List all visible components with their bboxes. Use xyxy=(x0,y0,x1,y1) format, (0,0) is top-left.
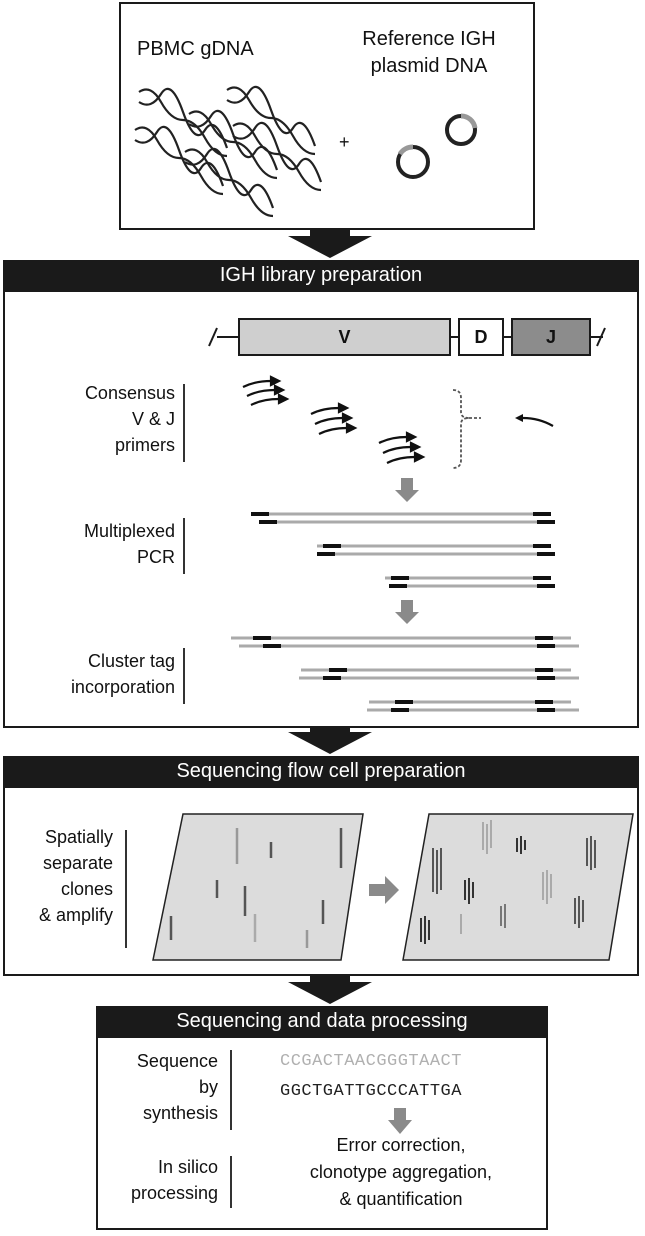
down-arrow-2 xyxy=(288,726,372,754)
primer-bracket xyxy=(452,389,470,469)
down-arrow-1 xyxy=(288,230,372,258)
step2-bar xyxy=(183,518,185,574)
dna-helix-icon xyxy=(134,85,323,218)
gray-right-arrow xyxy=(369,876,399,904)
reference-label-line2: plasmid DNA xyxy=(370,55,488,77)
step3-line2: incorporation xyxy=(70,677,175,697)
step1-bar xyxy=(183,384,185,462)
flowcell-line4: & amplify xyxy=(38,905,113,925)
result-line2: clonotype aggregation, xyxy=(309,1162,493,1182)
library-panel: Consensus V & J primers Multiplexed PCR … xyxy=(3,292,639,728)
v-label: V xyxy=(338,327,351,347)
library-graphics xyxy=(208,327,606,712)
reverse-primer-icon xyxy=(515,414,554,427)
j-label: J xyxy=(545,327,556,347)
silico-line2: processing xyxy=(130,1183,218,1203)
result-line3: & quantification xyxy=(339,1189,463,1209)
flowcell-line2: separate xyxy=(42,853,113,873)
flowcell-before xyxy=(152,813,364,961)
step2-line1: Multiplexed xyxy=(83,521,175,541)
read-line-1: CCGACTAACGGGTAACT xyxy=(280,1052,462,1071)
in-silico-label: In silico processing xyxy=(131,1154,218,1206)
reference-label-line1: Reference IGH xyxy=(362,28,496,50)
flowcell-line3: clones xyxy=(60,879,113,899)
forward-primer-icons xyxy=(242,375,426,464)
seq-step-line3: synthesis xyxy=(142,1103,218,1123)
result-text: Error correction, clonotype aggregation,… xyxy=(266,1132,536,1213)
step1-line3: primers xyxy=(114,435,175,455)
silico-line1: In silico xyxy=(157,1157,218,1177)
flowcell-header: Sequencing flow cell preparation xyxy=(3,756,639,788)
step-consensus-primers: Consensus V & J primers xyxy=(85,380,175,458)
pcr-products xyxy=(251,512,555,588)
library-header: IGH library preparation xyxy=(3,260,639,292)
flowcell-step-label: Spatially separate clones & amplify xyxy=(39,824,113,928)
step1-line2: V & J xyxy=(131,409,175,429)
down-arrow-3 xyxy=(288,976,372,1004)
seq-bar-2 xyxy=(230,1156,232,1208)
result-line1: Error correction, xyxy=(336,1135,466,1155)
read-line-2: GGCTGATTGCCCATTGA xyxy=(280,1082,462,1101)
dna-illustration xyxy=(134,85,478,218)
step3-line1: Cluster tag xyxy=(87,651,175,671)
flowcell-line1: Spatially xyxy=(44,827,113,847)
j-segment: J xyxy=(511,318,591,356)
flowcell-panel: Spatially separate clones & amplify xyxy=(3,788,639,976)
step3-bar xyxy=(183,648,185,704)
seq-graphics xyxy=(388,1108,412,1134)
pbmc-gdna-label: PBMC gDNA xyxy=(137,38,254,60)
seq-step-line1: Sequence xyxy=(136,1051,218,1071)
d-segment: D xyxy=(458,318,504,356)
input-dna-panel: PBMC gDNA Reference IGH plasmid DNA + xyxy=(119,2,535,230)
seq-step-line2: by xyxy=(198,1077,218,1097)
sequencing-header: Sequencing and data processing xyxy=(96,1006,548,1038)
sequencing-panel: Sequence by synthesis CCGACTAACGGGTAACT … xyxy=(96,1038,548,1230)
flowcell-graphics xyxy=(152,813,634,961)
seq-bar-1 xyxy=(230,1050,232,1130)
step-multiplexed-pcr: Multiplexed PCR xyxy=(84,518,175,570)
tagged-products xyxy=(231,636,579,712)
plus-sign: + xyxy=(339,132,350,152)
gray-down-arrow-2 xyxy=(388,1108,412,1134)
flowcell-bar xyxy=(125,830,127,948)
step-cluster-tag: Cluster tag incorporation xyxy=(71,648,175,700)
step1-line1: Consensus xyxy=(84,383,175,403)
v-segment: V xyxy=(238,318,451,356)
step2-line2: PCR xyxy=(136,547,175,567)
gray-down-arrow xyxy=(395,478,419,624)
plasmid-icon xyxy=(396,113,478,179)
reference-igh-label: Reference IGH plasmid DNA xyxy=(349,26,509,80)
d-label: D xyxy=(474,327,488,347)
sequence-by-synthesis-label: Sequence by synthesis xyxy=(137,1048,218,1126)
